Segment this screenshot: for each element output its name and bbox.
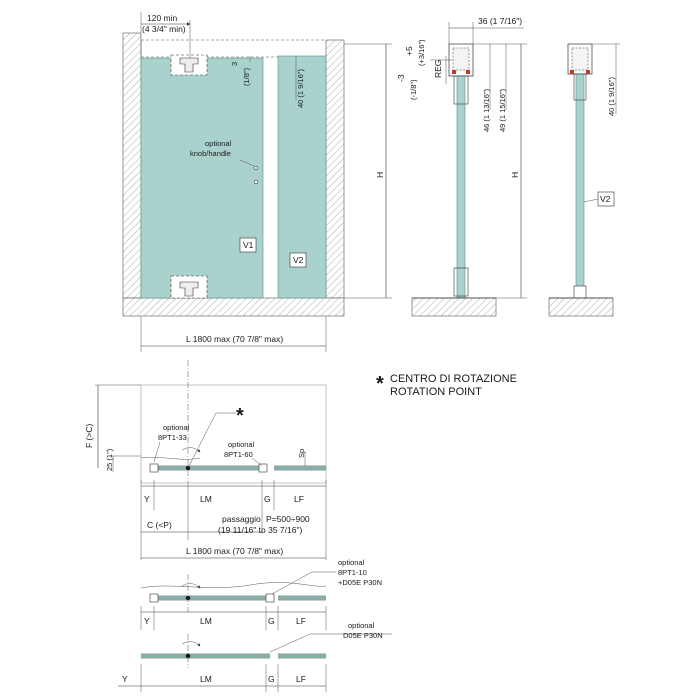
plan-view-middle: optional 8PT1-10 +D05E P30N Y LM G LF — [140, 558, 382, 630]
knob-note-line2: knob/handle — [190, 149, 231, 158]
glass-section-b — [575, 73, 585, 297]
legend: * CENTRO DI ROTAZIONE ROTATION POINT — [376, 373, 517, 398]
legend-line1: CENTRO DI ROTAZIONE — [390, 373, 517, 385]
knob-note-line1: optional — [205, 139, 232, 148]
opt2-line2: 8PT1-60 — [224, 450, 253, 459]
floor-section-b — [548, 297, 614, 317]
panel-v2-label: V2 — [293, 255, 304, 265]
cross-section-a: 36 (1 7/16") +5 (+3/16") -3 (-1/8") REG … — [396, 16, 527, 317]
mid-opt-line2: 8PT1-10 — [338, 568, 367, 577]
floor-section-a — [411, 297, 497, 317]
plan-width-dim: L 1800 max (70 7/8" max) — [186, 546, 283, 556]
height-dim-label: H — [375, 172, 385, 178]
adjust-down: -3 — [396, 74, 406, 82]
opt2-line1: optional — [228, 440, 255, 449]
dim-46: 46 (1 13/16") — [482, 88, 491, 132]
mid-opt-line3: +D05E P30N — [338, 578, 382, 587]
opt1-line2: 8PT1-33 — [158, 433, 187, 442]
panel-v1 — [140, 57, 264, 299]
legend-line2: ROTATION POINT — [390, 386, 482, 398]
section-a-height-label: H — [510, 172, 520, 178]
mid-g-label: G — [268, 616, 275, 626]
g-label: G — [264, 494, 271, 504]
bot-g-label: G — [268, 674, 275, 684]
lf-label: LF — [294, 494, 304, 504]
passage-line3: (19 11/16" to 35 7/16") — [218, 525, 302, 535]
c-label: C (<P) — [147, 520, 172, 530]
adjust-up: +5 — [404, 46, 414, 56]
section-b-dim-40: 40 (1 9/16") — [607, 77, 616, 116]
reg-label: REG — [433, 60, 443, 78]
ceiling — [141, 33, 326, 40]
cross-section-b: 40 (1 9/16") V2 — [548, 43, 620, 317]
opt1-line1: optional — [163, 423, 190, 432]
knob-icon — [253, 165, 259, 171]
plan-view-top: F (>C) 25 (1") * optional 8PT1-33 option… — [84, 360, 327, 560]
top-gap-dim-in: (1/8") — [242, 67, 251, 86]
v2-height-dim: 40 (1 9/16") — [296, 69, 305, 108]
glass-section-a — [456, 75, 466, 299]
dim-25: 25 (1") — [105, 448, 114, 471]
y-label: Y — [144, 494, 150, 504]
f-dim: F (>C) — [84, 424, 94, 448]
min-gap-dim: 120 min — [147, 13, 178, 23]
floor — [122, 297, 345, 317]
bot-opt-line2: D05E P30N — [343, 631, 383, 640]
mid-opt-line1: optional — [338, 558, 365, 567]
section-a-width-dim: 36 (1 7/16") — [478, 16, 522, 26]
mid-y-label: Y — [144, 616, 150, 626]
rotation-star: * — [236, 405, 244, 427]
top-gap-dim: 3 — [230, 62, 239, 66]
front-elevation: V1 V2 optional knob/handle 120 min (4 3/… — [122, 12, 392, 352]
mid-lm-label: LM — [200, 616, 212, 626]
min-gap-dim-in: (4 3/4" min) — [142, 24, 186, 34]
adjust-down-in: (-1/8") — [409, 79, 418, 100]
right-wall — [325, 39, 345, 299]
asterisk-icon: * — [376, 373, 384, 395]
adjust-up-in: (+3/16") — [417, 39, 426, 66]
passage-line2: P=500÷900 — [266, 514, 310, 524]
bot-y-label: Y — [122, 674, 128, 684]
bot-opt-line1: optional — [348, 621, 375, 630]
section-b-panel-label: V2 — [600, 194, 611, 204]
lm-label: LM — [200, 494, 212, 504]
panel-v1-label: V1 — [243, 240, 254, 250]
elevation-width-dim: L 1800 max (70 7/8" max) — [186, 334, 283, 344]
bot-lf-label: LF — [296, 674, 306, 684]
plan-view-bottom: optional D05E P30N Y LM G LF — [118, 621, 392, 692]
bot-lm-label: LM — [200, 674, 212, 684]
left-wall — [122, 32, 142, 299]
passage-line1: passaggio — [222, 514, 261, 524]
sp-label: Sp — [297, 449, 306, 458]
dim-49: 49 (1 15/16") — [498, 88, 507, 132]
mid-lf-label: LF — [296, 616, 306, 626]
